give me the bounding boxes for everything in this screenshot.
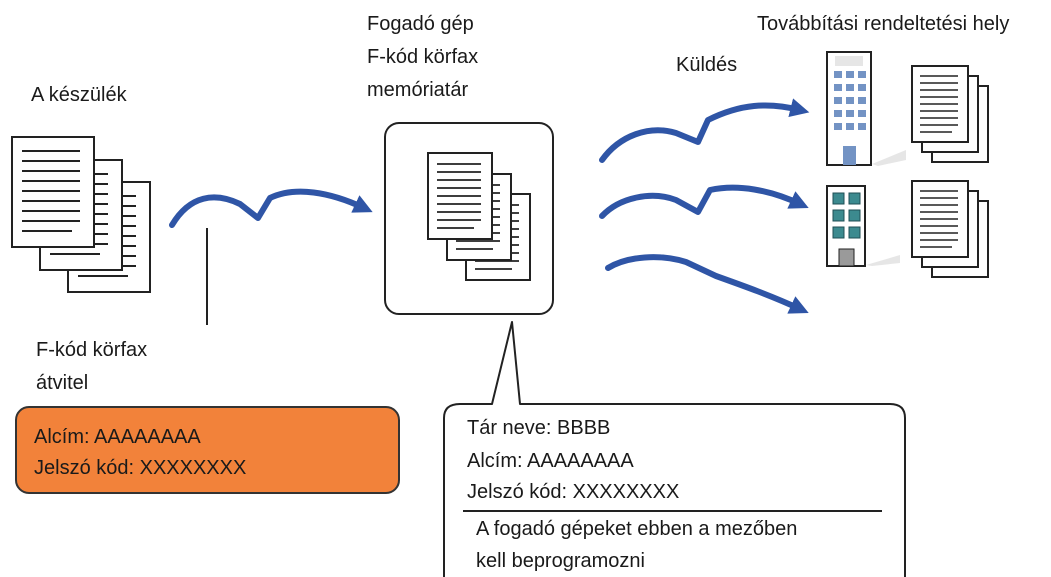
memory-passcode: Jelszó kód: XXXXXXXX bbox=[467, 481, 680, 503]
destination-document-stack-icon-2 bbox=[911, 180, 989, 278]
sender-info-box: Alcím: AAAAAAAA Jelszó kód: XXXXXXXX bbox=[15, 406, 400, 494]
building-icon bbox=[826, 51, 906, 166]
destination-document-stack-icon bbox=[911, 65, 989, 163]
sender-passcode: Jelszó kód: XXXXXXXX bbox=[34, 457, 247, 479]
office-building-icon bbox=[826, 185, 900, 267]
send-arrow-bottom-icon bbox=[605, 254, 809, 314]
memory-box-name: Tár neve: BBBB bbox=[467, 417, 611, 439]
send-arrow-middle-icon bbox=[599, 184, 809, 219]
memory-callout-frame bbox=[443, 321, 906, 577]
receiving-label-line2: F-kód körfax bbox=[367, 46, 479, 68]
memory-note-line1: A fogadó gépeket ebben a mezőben bbox=[476, 518, 798, 540]
receiving-label-line1: Fogadó gép bbox=[367, 13, 474, 35]
memory-subaddress: Alcím: AAAAAAAA bbox=[467, 450, 634, 472]
sender-document-stack-icon bbox=[11, 136, 151, 293]
device-label: A készülék bbox=[31, 84, 127, 106]
memory-note-line2: kell beprogramozni bbox=[476, 550, 645, 572]
destination-label: Továbbítási rendeltetési hely bbox=[757, 13, 1010, 35]
receiving-label-line3: memóriatár bbox=[367, 79, 469, 101]
transfer-label-line2: átvitel bbox=[36, 372, 89, 394]
sender-subaddress: Alcím: AAAAAAAA bbox=[34, 426, 201, 448]
sending-label: Küldés bbox=[676, 54, 738, 76]
send-arrow-top-icon bbox=[599, 98, 810, 163]
curved-arrow-icon bbox=[169, 188, 373, 228]
transfer-label-line1: F-kód körfax bbox=[36, 339, 148, 361]
